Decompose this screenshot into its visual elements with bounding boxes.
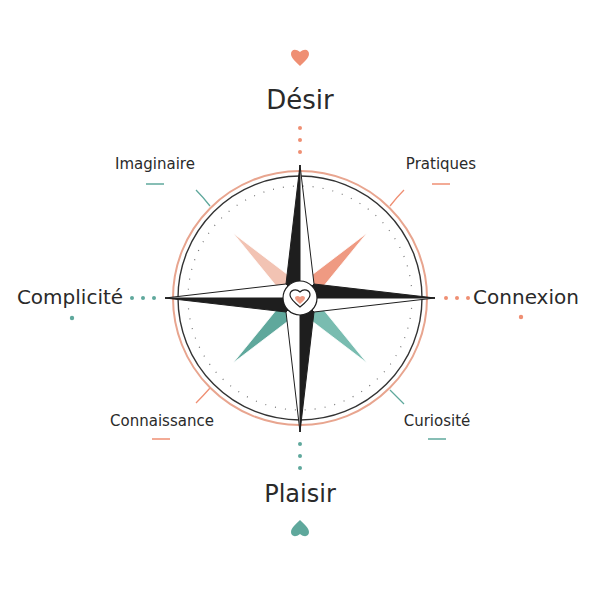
leader-line bbox=[196, 190, 210, 206]
underline bbox=[152, 438, 170, 440]
compass-label: Désir bbox=[266, 86, 333, 115]
compass-label: Connexion bbox=[473, 286, 579, 308]
compass-label: Curiosité bbox=[404, 413, 471, 430]
compass-label: Imaginaire bbox=[115, 156, 195, 173]
leader-line bbox=[390, 390, 404, 404]
heart-icon bbox=[291, 50, 309, 66]
leader-line bbox=[390, 190, 404, 206]
compass-label: Connaissance bbox=[110, 413, 214, 430]
underline bbox=[428, 438, 446, 440]
underline bbox=[432, 183, 450, 185]
heart-icon bbox=[291, 520, 309, 536]
compass-center bbox=[283, 281, 317, 315]
compass-label: Plaisir bbox=[264, 481, 336, 507]
underline bbox=[146, 183, 164, 185]
heart-icon bbox=[295, 296, 305, 304]
compass-star bbox=[165, 165, 435, 432]
compass-label: Pratiques bbox=[406, 156, 476, 173]
compass-label: Complicité bbox=[17, 286, 123, 308]
heart-icon bbox=[290, 290, 310, 307]
leader-line bbox=[196, 388, 210, 403]
